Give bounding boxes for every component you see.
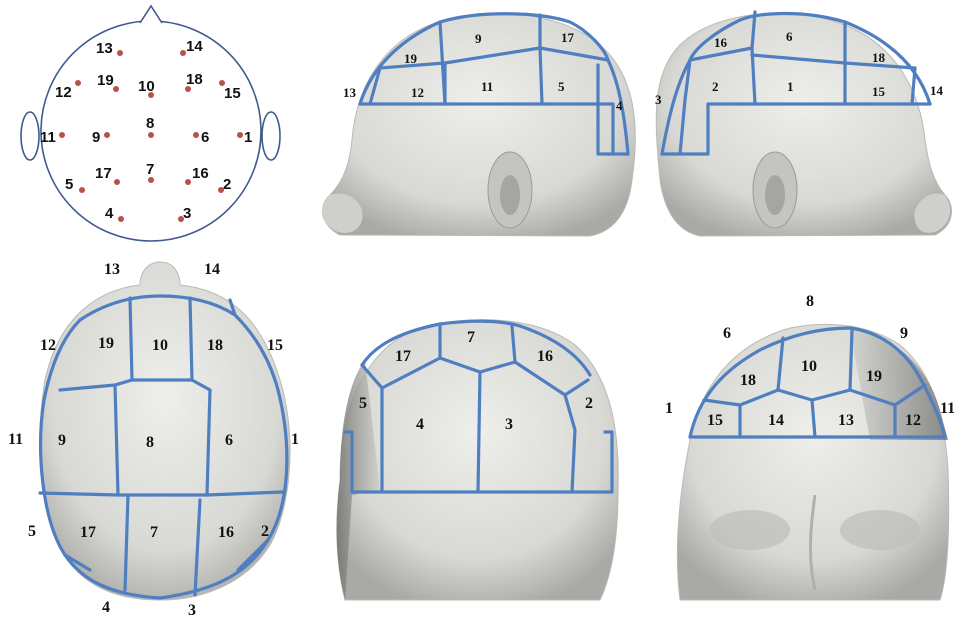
region-label-19: 19 <box>866 368 882 385</box>
region-label-13: 13 <box>343 85 357 100</box>
nose-marker <box>140 6 162 23</box>
electrode-label-18: 18 <box>186 71 203 88</box>
region-label-13: 13 <box>838 412 854 429</box>
region-label-4: 4 <box>416 416 424 433</box>
front-view: 10 18 19 15 14 13 12 8 6 9 1 11 <box>665 293 955 600</box>
electrode-label-8: 8 <box>146 115 154 132</box>
region-label-8: 8 <box>146 434 154 451</box>
electrode-label-14: 14 <box>186 38 203 55</box>
region-label-3: 3 <box>188 602 196 619</box>
region-label-6: 6 <box>225 432 233 449</box>
electrode-label-11: 11 <box>40 129 56 146</box>
region-label-2: 2 <box>585 395 593 412</box>
electrode-label-10: 10 <box>138 78 155 95</box>
region-label-5: 5 <box>558 79 565 94</box>
region-label-15: 15 <box>707 412 723 429</box>
region-label-14: 14 <box>204 261 220 278</box>
region-label-4: 4 <box>102 599 110 616</box>
top-view: 19 10 18 9 8 6 17 7 16 13 14 12 15 11 1 … <box>8 261 299 619</box>
eye-socket-left <box>710 510 790 550</box>
region-label-12: 12 <box>411 85 424 100</box>
region-label-14: 14 <box>768 412 784 429</box>
region-label-2: 2 <box>712 79 719 94</box>
region-label-19: 19 <box>404 51 418 66</box>
region-label-9: 9 <box>900 325 908 342</box>
region-label-12: 12 <box>905 412 921 429</box>
region-label-19: 19 <box>98 335 114 352</box>
electrode-label-4: 4 <box>105 205 114 222</box>
region-label-9: 9 <box>475 31 482 46</box>
ear-inner-shape <box>765 175 785 215</box>
electrode-label-2: 2 <box>223 176 231 193</box>
region-label-9: 9 <box>58 432 66 449</box>
region-label-17: 17 <box>80 524 96 541</box>
eye-socket-right <box>840 510 920 550</box>
region-label-15: 15 <box>267 337 283 354</box>
electrode-label-12: 12 <box>55 84 72 101</box>
region-label-10: 10 <box>801 358 817 375</box>
left-ear <box>21 112 39 160</box>
region-label-16: 16 <box>537 348 553 365</box>
region-label-1: 1 <box>787 79 794 94</box>
region-label-11: 11 <box>481 79 493 94</box>
head-surface <box>40 262 290 600</box>
region-label-2: 2 <box>261 523 269 540</box>
electrode-label-15: 15 <box>224 85 241 102</box>
region-label-18: 18 <box>872 50 886 65</box>
region-label-11: 11 <box>8 431 23 448</box>
electrode-label-17: 17 <box>95 165 112 182</box>
right-side-view: 6 16 18 2 1 15 3 14 <box>655 12 952 236</box>
electrode-label-19: 19 <box>97 72 114 89</box>
region-label-16: 16 <box>218 524 234 541</box>
region-label-13: 13 <box>104 261 120 278</box>
back-view: 7 17 16 4 3 5 2 <box>337 320 619 600</box>
region-label-17: 17 <box>395 348 411 365</box>
electrode-label-3: 3 <box>183 205 191 222</box>
ear-inner-shape <box>500 175 520 215</box>
electrode-label-5: 5 <box>65 176 73 193</box>
electrode-label-6: 6 <box>201 129 209 146</box>
region-label-10: 10 <box>152 337 168 354</box>
electrode-label-7: 7 <box>146 161 154 178</box>
region-label-4: 4 <box>616 98 623 113</box>
region-label-5: 5 <box>28 523 36 540</box>
region-label-1: 1 <box>665 400 673 417</box>
region-label-14: 14 <box>930 83 944 98</box>
electrode-label-1: 1 <box>244 129 252 146</box>
electrode-schematic: 13 14 12 19 10 18 15 11 9 8 6 1 5 17 7 1… <box>21 6 280 241</box>
head-surface <box>323 13 636 236</box>
region-label-12: 12 <box>40 337 56 354</box>
region-label-3: 3 <box>505 416 513 433</box>
region-label-5: 5 <box>359 395 367 412</box>
region-label-7: 7 <box>150 524 158 541</box>
region-label-6: 6 <box>786 29 793 44</box>
electrode-label-9: 9 <box>92 129 100 146</box>
region-label-16: 16 <box>714 35 728 50</box>
region-label-8: 8 <box>806 293 814 310</box>
left-side-view: 9 17 19 12 11 5 13 4 <box>322 13 636 236</box>
region-label-15: 15 <box>872 84 886 99</box>
electrode-label-13: 13 <box>96 40 113 57</box>
electrode-label-16: 16 <box>192 165 209 182</box>
region-label-11: 11 <box>940 400 955 417</box>
right-ear <box>262 112 280 160</box>
region-label-6: 6 <box>723 325 731 342</box>
region-label-1: 1 <box>291 431 299 448</box>
region-label-17: 17 <box>561 30 575 45</box>
region-label-7: 7 <box>467 329 475 346</box>
region-label-18: 18 <box>207 337 223 354</box>
region-label-3: 3 <box>655 92 662 107</box>
region-label-18: 18 <box>740 372 756 389</box>
